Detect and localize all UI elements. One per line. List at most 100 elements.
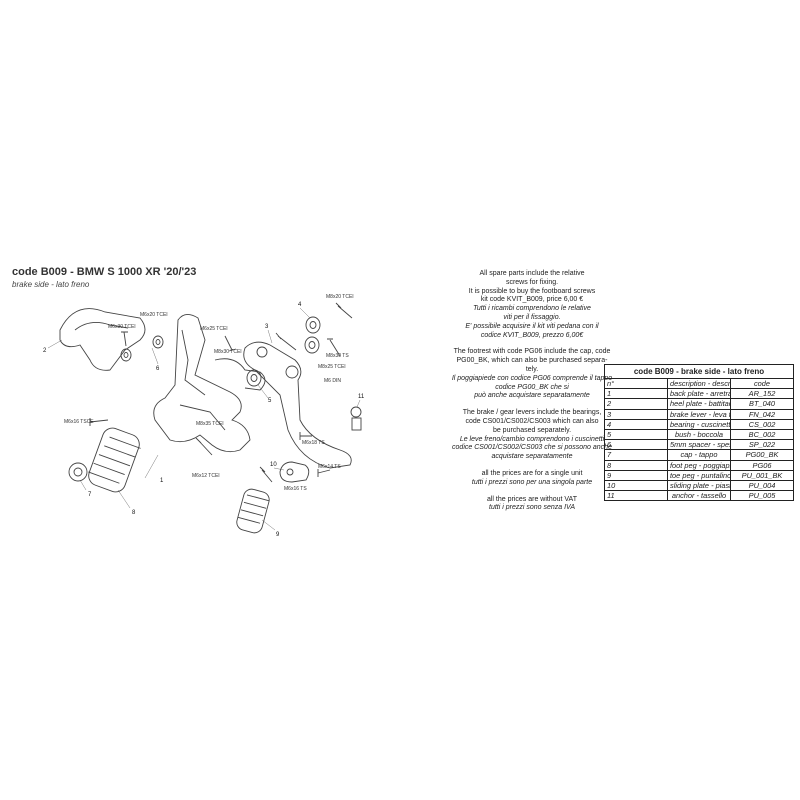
row-number: 2 bbox=[604, 398, 668, 410]
row-description: heel plate - battitacco bbox=[667, 398, 731, 410]
note-line: code CS001/CS002/CS003 which can also bbox=[465, 417, 599, 425]
row-code: BC_002 bbox=[730, 428, 794, 441]
screw-label: M6x16 TS bbox=[284, 486, 307, 492]
note-line-it: E' possibile acquisire il kit viti pedan… bbox=[465, 322, 599, 330]
part-number-8: 8 bbox=[132, 510, 136, 516]
row-description: brake lever - leva freno bbox=[667, 408, 731, 420]
note-line-it: Il poggiapiede con codice PG06 comprende… bbox=[451, 374, 613, 382]
bearing-drawing bbox=[305, 316, 321, 334]
screw-label: M6x30 TCEI bbox=[108, 324, 136, 330]
bush-drawing bbox=[246, 369, 262, 387]
note-line: be purchased separately. bbox=[492, 426, 572, 434]
row-number: 9 bbox=[604, 469, 668, 481]
row-code: PU_005 bbox=[730, 490, 794, 502]
note-line-it: codice KVIT_B009, prezzo 6,00€ bbox=[480, 331, 584, 339]
parts-table-header: n° description - descrizione code bbox=[604, 377, 794, 390]
screw-label: M8x35 TCEI bbox=[196, 421, 224, 427]
document-subtitle: brake side - lato freno bbox=[12, 280, 90, 289]
screw-label: M8x30 TCEI bbox=[214, 349, 242, 355]
row-number: 11 bbox=[604, 490, 668, 502]
note-line-it: può anche acquistare separatamente bbox=[474, 392, 590, 400]
note-line: kit code KVIT_B009, price 6,00 € bbox=[480, 296, 584, 304]
part-number-11: 11 bbox=[358, 394, 365, 400]
sliding-plate-drawing bbox=[279, 461, 310, 483]
row-number: 6 bbox=[604, 439, 668, 451]
screw-label: M6x25 TCEI bbox=[200, 326, 228, 332]
screw-label: M6x14 TS bbox=[318, 464, 341, 470]
part-number-2: 2 bbox=[43, 348, 47, 354]
foot-peg-drawing bbox=[88, 427, 141, 493]
part-number-6: 6 bbox=[156, 366, 160, 372]
note-line-it: viti per il fissaggio. bbox=[503, 313, 561, 321]
header-number: n° bbox=[604, 377, 668, 390]
row-description: back plate - arretratore bbox=[667, 388, 731, 400]
row-code: FN_042 bbox=[730, 408, 794, 420]
anchor-drawing bbox=[350, 406, 362, 431]
parts-table: code B009 - brake side - lato freno n° d… bbox=[604, 364, 794, 502]
row-number: 4 bbox=[604, 418, 668, 430]
part-number-7: 7 bbox=[88, 492, 92, 498]
note-line: screws for fixing. bbox=[505, 278, 559, 286]
note-line-it: Tutti i ricambi comprendono le relative bbox=[473, 305, 591, 313]
screw-label: M6x20 TCEI bbox=[140, 312, 168, 318]
note-line-it: acquistare separatamente bbox=[491, 453, 573, 461]
note-line-it: tutti i prezzi sono senza IVA bbox=[489, 504, 575, 512]
parts-table-caption: code B009 - brake side - lato freno bbox=[604, 364, 794, 379]
row-code: PG00_BK bbox=[730, 449, 794, 461]
note-line: PG00_BK, which can also be purchased sep… bbox=[456, 357, 608, 365]
note-line-it: Le leve freno/cambio comprendono i cusci… bbox=[459, 435, 605, 443]
heel-plate-drawing bbox=[59, 308, 146, 371]
row-description: toe peg - puntalino bbox=[667, 469, 731, 481]
row-description: foot peg - poggiapiede bbox=[667, 459, 731, 471]
row-code: CS_002 bbox=[730, 418, 794, 430]
note-line: All spare parts include the relative bbox=[479, 270, 585, 277]
part-number-1: 1 bbox=[160, 478, 164, 484]
toe-peg-drawing bbox=[236, 488, 270, 534]
row-code: PU_004 bbox=[730, 479, 794, 492]
note-line-it: tutti i prezzi sono per una singola part… bbox=[471, 478, 593, 486]
row-number: 10 bbox=[604, 479, 668, 492]
notes-block: All spare parts include the relative scr… bbox=[448, 270, 616, 513]
document-title: code B009 - BMW S 1000 XR '20/'23 bbox=[12, 266, 197, 278]
note-line-it: codice CS001/CS002/CS003 che si possono … bbox=[452, 444, 612, 452]
part-number-5: 5 bbox=[268, 398, 272, 404]
part-number-9: 9 bbox=[276, 532, 280, 538]
note-line: It is possible to buy the footboard scre… bbox=[468, 287, 596, 295]
row-description: 5mm spacer - spessore 5mm bbox=[667, 439, 731, 451]
screws-drawing bbox=[89, 302, 353, 483]
note-line: tely. bbox=[525, 365, 539, 373]
screw-label: M6x12 TCEI bbox=[192, 473, 220, 479]
row-description: cap - tappo bbox=[667, 449, 731, 461]
back-plate-drawing bbox=[153, 314, 251, 453]
part-number-3: 3 bbox=[265, 324, 269, 330]
header-description: description - descrizione bbox=[667, 377, 731, 390]
row-code: PU_001_BK bbox=[730, 469, 794, 481]
row-number: 5 bbox=[604, 428, 668, 441]
header-code: code bbox=[730, 377, 794, 390]
row-number: 8 bbox=[604, 459, 668, 471]
row-code: BT_040 bbox=[730, 398, 794, 410]
row-code: SP_022 bbox=[730, 439, 794, 451]
screw-label: M8x20 TCEI bbox=[326, 294, 354, 300]
part-number-4: 4 bbox=[298, 302, 302, 308]
row-number: 7 bbox=[604, 449, 668, 461]
part-number-10: 10 bbox=[270, 462, 277, 468]
row-code: AR_152 bbox=[730, 388, 794, 400]
screw-label: M8x25 TCEI bbox=[318, 364, 346, 370]
screw-label: M6x16 TSCE bbox=[64, 419, 94, 425]
screw-label: M6 DIN bbox=[324, 378, 341, 384]
note-line: all the prices are for a single unit bbox=[481, 469, 583, 477]
brake-lever-drawing bbox=[243, 341, 352, 469]
note-line: The brake / gear levers include the bear… bbox=[462, 409, 602, 417]
screw-label: M6x18 TS bbox=[302, 440, 325, 446]
row-description: anchor - tassello bbox=[667, 490, 731, 502]
